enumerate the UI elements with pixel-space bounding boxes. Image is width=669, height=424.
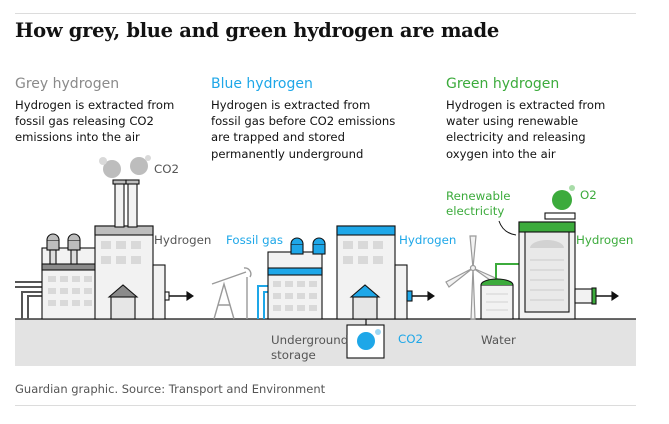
blue-hydrogen-plant: [211, 225, 435, 359]
water-label: Water: [481, 333, 516, 347]
grey-co2-label: CO2: [154, 162, 180, 176]
green-hydrogen-plant: [445, 212, 619, 320]
grey-hydrogen-description: Hydrogen is extracted from fossil gas re…: [15, 98, 175, 145]
green-hydrogen-description: Hydrogen is extracted from water using r…: [446, 98, 606, 161]
renewable-electricity-label: Renewable electricity: [446, 189, 511, 218]
blue-hydrogen-title: Blue hydrogen: [211, 76, 313, 92]
fossil-gas-label: Fossil gas: [226, 233, 284, 247]
source-credit: Guardian graphic. Source: Transport and …: [15, 382, 326, 396]
blue-co2-label: CO2: [398, 332, 424, 346]
grey-hydrogen-plant: [15, 179, 194, 320]
co2-puff-1: [103, 160, 121, 178]
o2-dot: [552, 190, 572, 210]
pump-jack-icon: [211, 267, 252, 320]
blue-hydrogen-description: Hydrogen is extracted from fossil gas be…: [211, 98, 396, 161]
o2-label: O2: [580, 188, 597, 202]
grey-hydrogen-title: Grey hydrogen: [15, 76, 120, 92]
co2-puff-2: [99, 157, 107, 165]
co2-puff-4: [145, 155, 151, 161]
page-title: How grey, blue and green hydrogen are ma…: [15, 19, 499, 42]
blue-hydrogen-label: Hydrogen: [399, 233, 457, 247]
bottom-rule: [15, 405, 636, 406]
co2-puff-3: [130, 157, 148, 175]
o2-small-dot: [569, 185, 575, 191]
blue-co2-small-dot: [375, 329, 381, 335]
green-hydrogen-label: Hydrogen: [576, 233, 634, 247]
wind-turbine-icon: [445, 235, 501, 320]
blue-co2-dot: [357, 332, 375, 350]
underground-storage-label: Underground storage: [271, 333, 349, 362]
grey-hydrogen-label: Hydrogen: [154, 233, 212, 247]
top-rule: [15, 13, 636, 14]
ground: [15, 319, 636, 366]
green-hydrogen-title: Green hydrogen: [446, 76, 560, 92]
